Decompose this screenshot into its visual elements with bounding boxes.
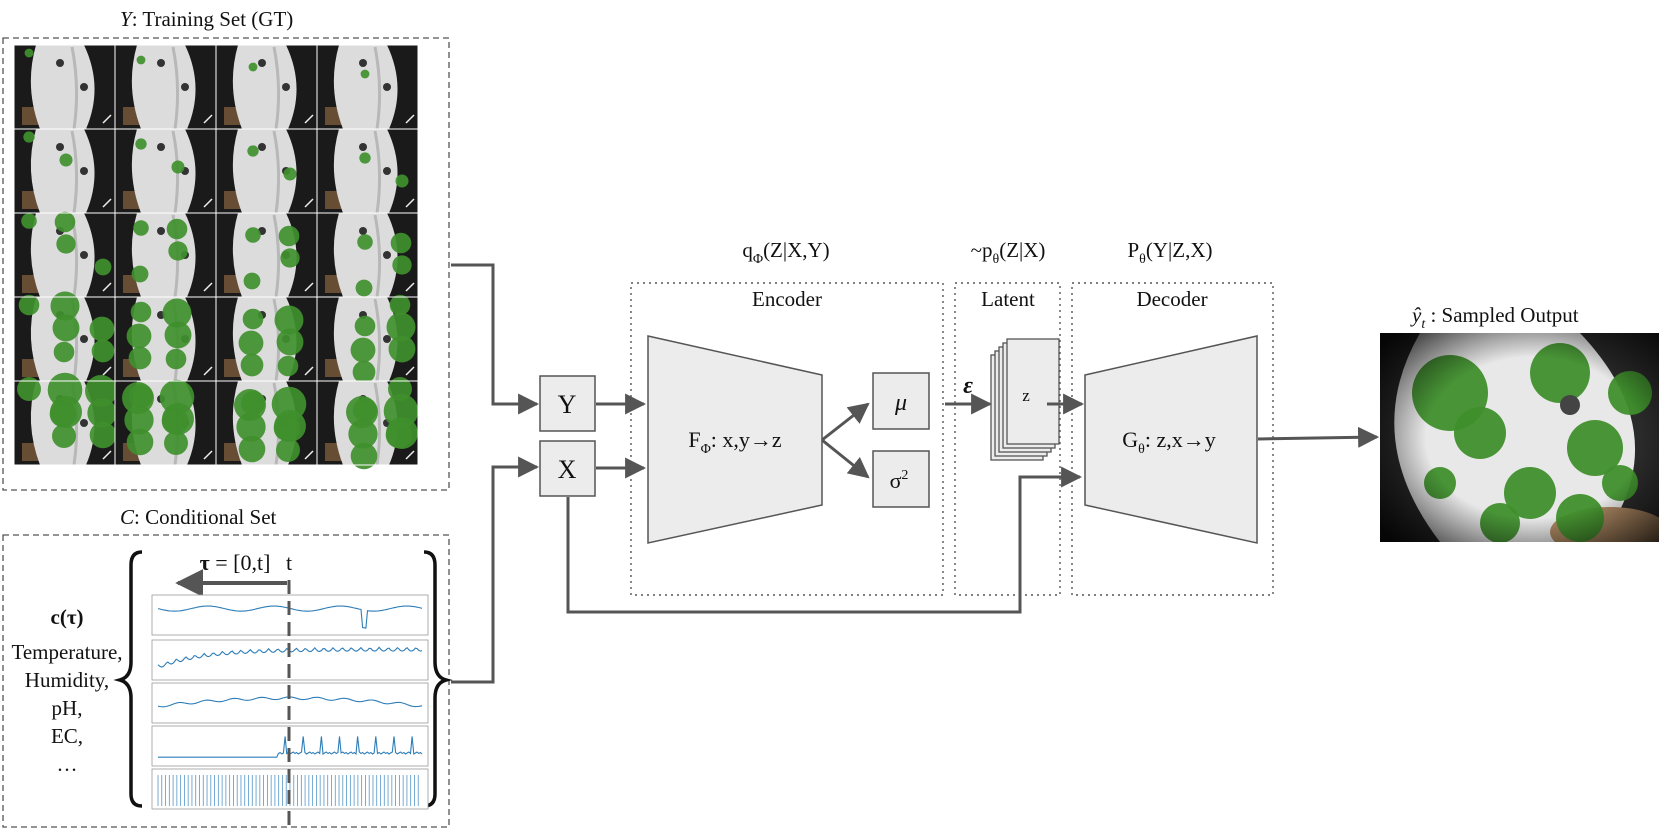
arrow-train-to-y [451,263,540,415]
training-image [114,128,217,214]
training-image [13,44,116,130]
encoder-header: qΦ(Z|X,Y) [742,238,829,267]
decoder-title: Decoder [1136,287,1207,311]
training-image [13,291,116,382]
left-brace [113,550,143,808]
training-image-grid [13,44,419,470]
t-label: t [286,550,292,575]
training-image [13,128,116,214]
training-image [114,296,217,382]
var-ec: EC, [51,724,83,748]
conditional-set-title: C: Conditional Set [120,505,277,529]
encoder-frame [630,282,944,596]
training-image [215,44,318,130]
training-image [316,377,419,470]
conditional-set-frame [2,534,450,828]
training-image [316,128,419,214]
training-image [316,212,419,298]
training-image [114,44,217,130]
training-set-frame [2,37,450,491]
output-title: ŷt : Sampled Output [1410,303,1579,332]
decoder-header: Pθ(Y|Z,X) [1127,238,1212,267]
latent-title: Latent [981,287,1035,311]
epsilon-label: ε [963,373,973,399]
training-image [316,294,419,384]
decoder-function: Gθ: z,x→y [1122,427,1216,457]
training-image [215,128,318,214]
var-temperature: Temperature, [11,640,122,664]
encoder-title: Encoder [752,287,822,311]
c-tau-label: c(τ) [51,605,84,629]
training-image [13,211,116,298]
training-image [215,380,318,466]
latent-frame [954,282,1061,596]
arrow-cond-to-x [451,456,540,684]
y-node-label: Y [558,390,577,419]
z-label: z [1022,386,1030,405]
training-image [215,296,318,382]
z-stack [990,338,1060,461]
decoder-trapezoid [1084,335,1258,544]
training-set-title: Y: Training Set (GT) [120,7,293,31]
right-brace [423,550,453,808]
y-node [539,375,596,432]
sampled-output-image [1380,333,1659,542]
mu-label: μ [894,390,907,416]
var-ph: pH, [52,696,83,720]
sigma-label: σ2 [890,468,909,493]
arrow-decoder-to-output [1257,426,1380,448]
var-more: … [57,752,78,776]
x-node-label: X [558,455,577,484]
arrow-to-mu [821,402,870,442]
sigma-node [872,450,930,508]
mu-node [872,372,930,430]
arrow-x-to-decoder [566,466,1083,614]
training-image [13,372,117,466]
training-image [114,379,217,466]
x-node [539,440,596,497]
latent-header: ~pθ(Z|X) [971,238,1046,267]
var-humidity: Humidity, [25,668,109,692]
tau-label: τ = [0,t] [200,550,271,575]
arrow-to-sigma [821,438,870,479]
encoder-function: FΦ: x,y→z [688,427,782,457]
training-image [114,212,217,298]
training-image [316,44,419,130]
decoder-frame [1071,282,1274,596]
encoder-trapezoid [647,335,823,544]
training-image [215,212,318,298]
